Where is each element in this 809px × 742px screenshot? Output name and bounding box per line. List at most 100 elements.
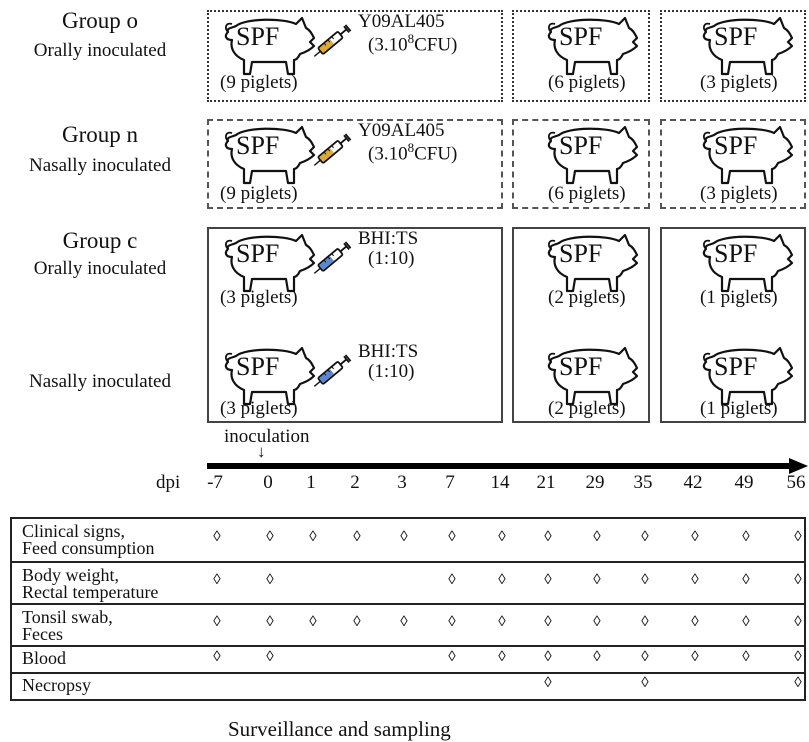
sampling-mark: ◊	[544, 648, 552, 665]
sampling-mark: ◊	[266, 572, 274, 588]
sampling-mark: ◊	[794, 648, 802, 665]
sampling-mark: ◊	[544, 572, 552, 588]
dpi-axis-label: dpi	[156, 472, 181, 493]
sampling-mark: ◊	[213, 529, 221, 545]
group-n-box-dpi35	[660, 119, 806, 209]
sampling-row-label: Clinical signs,Feed consumption	[22, 521, 155, 558]
sampling-mark: ◊	[691, 572, 699, 588]
piglet-count: (9 piglets)	[220, 72, 298, 93]
spf-label: SPF	[236, 352, 280, 381]
group-o-route: Orally inoculated	[33, 40, 167, 61]
inoculation-arrow-icon: ↓	[257, 442, 266, 461]
sampling-mark: ◊	[593, 572, 601, 588]
sampling-mark: ◊	[691, 529, 699, 545]
pig-icon: SPF	[700, 125, 795, 187]
sampling-row-label: Necropsy	[22, 675, 91, 695]
piglet-count: (2 piglets)	[548, 287, 626, 308]
sampling-mark: ◊	[400, 529, 408, 545]
piglet-count: (2 piglets)	[548, 398, 626, 419]
inoculum-dose: (1:10)	[368, 247, 415, 269]
inoculum-label: BHI:TS(1:10)	[358, 229, 418, 269]
sampling-mark: ◊	[266, 529, 274, 545]
spf-label: SPF	[559, 352, 603, 381]
spf-label: SPF	[714, 131, 758, 160]
pig-icon: SPF	[222, 233, 317, 295]
group-o-box-dpi35	[660, 10, 806, 102]
group-c-box-initial	[207, 227, 503, 423]
group-o-box-initial	[207, 10, 503, 102]
spf-label: SPF	[714, 352, 758, 381]
group-c-route-nasal: Nasally inoculated	[29, 371, 171, 392]
sampling-mark: ◊	[794, 674, 802, 691]
sampling-row-label: Tonsil swab,Feces	[22, 607, 113, 644]
sampling-row: Tonsil swab,Feces◊◊◊◊◊◊◊◊◊◊◊◊◊	[12, 605, 804, 647]
sampling-mark: ◊	[213, 648, 221, 665]
sampling-mark: ◊	[742, 614, 750, 630]
spf-label: SPF	[559, 22, 603, 51]
sampling-mark: ◊	[544, 529, 552, 545]
group-o-title: Group o	[61, 8, 139, 33]
dpi-tick-label: 49	[734, 472, 754, 493]
sampling-row: Clinical signs,Feed consumption ◊ ◊ ◊ ◊ ◊ ◊ ◊ ◊ ◊…	[12, 519, 804, 563]
dpi-tick-label: 1	[306, 472, 316, 493]
pig-icon: SPF	[700, 16, 795, 78]
sampling-mark: ◊	[691, 648, 699, 665]
inoculum-dose: (3.108CFU)	[368, 30, 458, 56]
sampling-mark: ◊	[498, 614, 506, 630]
piglet-count: (6 piglets)	[548, 183, 626, 204]
pig-icon: SPF	[545, 233, 640, 295]
dpi-tick-label: 21	[536, 472, 556, 493]
sampling-mark: ◊	[742, 648, 750, 665]
sampling-mark: ◊	[794, 614, 802, 630]
pig-icon: SPF	[545, 346, 640, 408]
sampling-row: Body weight,Rectal temperature◊◊◊◊◊◊◊◊◊◊	[12, 563, 804, 605]
sampling-row: Blood◊◊◊◊◊◊◊◊◊◊	[12, 647, 804, 674]
sampling-mark: ◊	[593, 614, 601, 630]
piglet-count: (1 piglets)	[700, 287, 778, 308]
dpi-tick-label: 0	[263, 472, 273, 493]
piglet-count: (3 piglets)	[700, 72, 778, 93]
pig-icon: SPF	[700, 346, 795, 408]
inoculum-agent: Y09AL405	[358, 11, 445, 32]
inoculation-label: inoculation	[224, 426, 310, 447]
inoculum-dose: (3.108CFU)	[368, 139, 458, 165]
piglet-count: (9 piglets)	[220, 183, 298, 204]
inoculum-label: BHI:TS(1:10)	[358, 342, 418, 382]
sampling-mark: ◊	[400, 614, 408, 630]
piglet-count: (3 piglets)	[700, 183, 778, 204]
inoculum-agent: Y09AL405	[358, 120, 445, 141]
syringe-icon	[312, 346, 358, 392]
piglet-count: (1 piglets)	[700, 398, 778, 419]
sampling-caption: Surveillance and sampling	[228, 717, 451, 741]
spf-label: SPF	[559, 131, 603, 160]
spf-label: SPF	[559, 239, 603, 268]
syringe-icon	[312, 16, 358, 62]
sampling-mark: ◊	[544, 674, 552, 691]
syringe-icon	[312, 233, 358, 279]
spf-label: SPF	[236, 131, 280, 160]
sampling-mark: ◊	[266, 648, 274, 665]
dpi-tick-label: 42	[683, 472, 703, 493]
piglet-count: (3 piglets)	[220, 287, 298, 308]
dpi-tick-label: 14	[490, 472, 510, 493]
dpi-tick-label: 3	[397, 472, 407, 493]
group-c-box-dpi21	[512, 227, 650, 423]
group-n-title: Group n	[61, 122, 139, 147]
sampling-mark: ◊	[544, 614, 552, 630]
group-o-box-dpi21	[512, 10, 650, 102]
sampling-mark: ◊	[353, 614, 361, 630]
inoculum-agent: BHI:TS	[358, 341, 419, 362]
piglet-count: (3 piglets)	[220, 398, 298, 419]
spf-label: SPF	[236, 239, 280, 268]
sampling-mark: ◊	[353, 529, 361, 545]
dpi-tick-label: 56	[786, 472, 806, 493]
pig-icon: SPF	[700, 233, 795, 295]
group-c-route-oral: Orally inoculated	[33, 258, 167, 279]
sampling-mark: ◊	[641, 674, 649, 691]
sampling-mark: ◊	[593, 529, 601, 545]
dpi-tick-label: -7	[207, 472, 223, 493]
sampling-mark: ◊	[641, 529, 649, 545]
group-n-box-dpi21	[512, 119, 650, 209]
sampling-mark: ◊	[498, 529, 506, 545]
sampling-mark: ◊	[794, 529, 802, 545]
